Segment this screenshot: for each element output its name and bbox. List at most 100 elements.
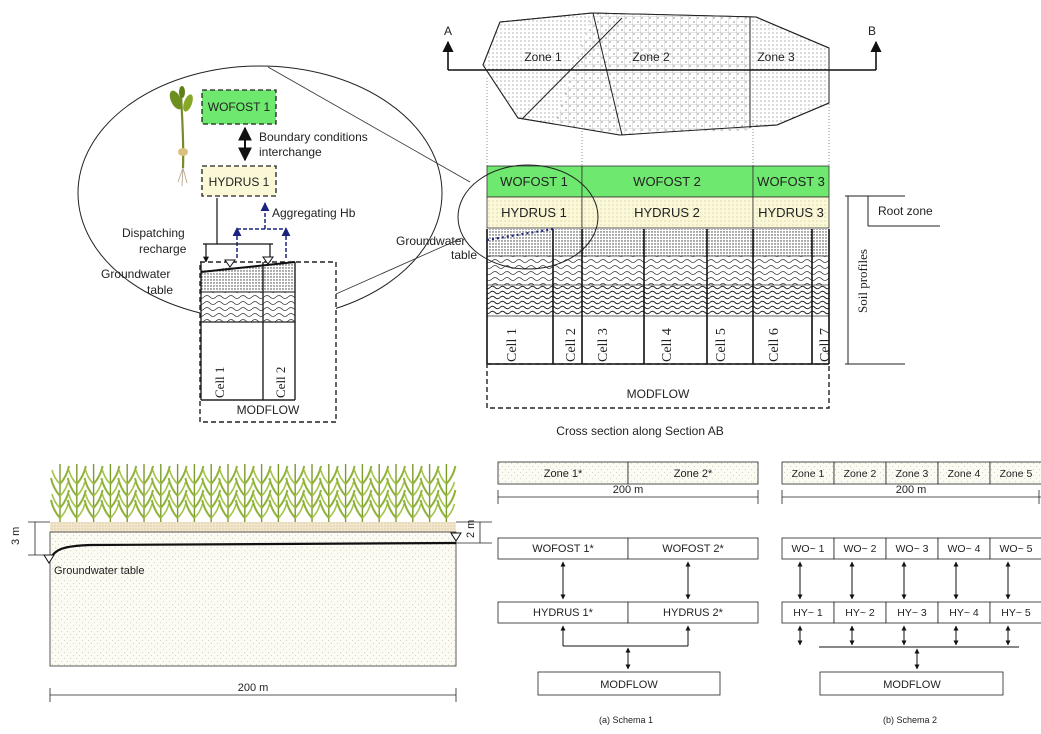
cell-label: Cell 7 [818, 328, 833, 362]
water-table-triangle-icon [224, 259, 236, 268]
s1-hydrus-2-label: HYDRUS 2* [663, 607, 724, 619]
section-hydrus-1-label: HYDRUS 1 [501, 205, 567, 220]
gw-zoom-label-1: Groundwater [101, 267, 170, 281]
zone-brackets [845, 195, 940, 365]
left-depth-label: 3 m [10, 527, 22, 545]
section-wofost-3-label: WOFOST 3 [757, 174, 825, 189]
s2-wofost-label: WO~ 1 [792, 543, 825, 555]
section-hydrus-1 [486, 196, 583, 229]
seedling-icon [169, 86, 193, 187]
maize-plant-icon [83, 464, 104, 522]
section-wofost-3 [752, 165, 830, 198]
s1-hydrus-2 [627, 601, 759, 624]
field-section: Groundwater table 3 m 2 m 200 m [10, 464, 492, 702]
s2-modflow-label: MODFLOW [883, 679, 941, 691]
dispatching-label-2: recharge [139, 242, 187, 256]
gw-zoom-line [200, 261, 296, 273]
maize-plant-icon [167, 464, 188, 522]
s1-hydrus-1-label: HYDRUS 1* [533, 607, 594, 619]
section-gw-label-2: table [451, 248, 477, 262]
s1-width-label: 200 m [613, 484, 644, 496]
section-wofost-1 [486, 165, 583, 198]
zone-1-label: Zone 1 [524, 50, 562, 64]
s2-wofost-5 [989, 537, 1041, 560]
s2-wofost-label: WO~ 3 [896, 543, 929, 555]
schema-1: Zone 1* Zone 2* 200 m WOFOST 1* WOFOST 2… [497, 461, 759, 725]
section-hydrus-2-label: HYDRUS 2 [634, 205, 700, 220]
section-modflow-box [486, 363, 830, 409]
cell-zoom-1: Cell 1 [212, 367, 227, 398]
cell-labels: Cell 1 Cell 2 Cell 3 Cell 4 Cell 5 Cell … [505, 328, 833, 362]
root-zone-label: Root zone [878, 204, 933, 218]
section-zoom-ellipse [457, 164, 599, 270]
maize-plant-icon [419, 464, 440, 522]
s1-wofost-2-label: WOFOST 2* [662, 543, 724, 555]
section-caption: Cross section along Section AB [556, 424, 723, 438]
maize-plant-icon [218, 464, 238, 522]
boundary-label-1: Boundary conditions [259, 130, 368, 144]
section-wofost-2-label: WOFOST 2 [633, 174, 701, 189]
cell-label: Cell 5 [714, 328, 729, 362]
section-hydrus-2 [581, 196, 754, 229]
s2-hydrus-label: HY~ 3 [897, 607, 927, 619]
cell-label: Cell 6 [767, 328, 782, 362]
soil-block [49, 531, 457, 667]
section-hydrus-3-label: HYDRUS 3 [758, 205, 824, 220]
maize-plant-icon [201, 464, 222, 522]
water-table-triangle-icon [262, 256, 274, 265]
s2-hydrus-label: HY~ 2 [845, 607, 875, 619]
maize-plant-icon [335, 464, 356, 522]
section-gw-label-1: Groundwater [396, 234, 465, 248]
s1-wofost-1-label: WOFOST 1* [532, 543, 594, 555]
gw-zoom-label-2: table [147, 283, 173, 297]
s2-caption: (b) Schema 2 [883, 715, 937, 725]
dispatching-arrows [203, 198, 273, 263]
maize-plant-icon [150, 464, 171, 522]
hydrus-zoom-label: HYDRUS 1 [209, 175, 270, 189]
s2-zone-label: Zone 3 [896, 468, 929, 480]
maize-plant-icon [66, 464, 87, 522]
dispatching-label-1: Dispatching [122, 226, 185, 240]
maize-plant-icon [436, 464, 457, 522]
maize-plant-icon [184, 464, 205, 522]
section-gw-pointer [486, 227, 554, 242]
maize-plant-icon [268, 464, 289, 522]
maize-plant-icon [352, 464, 373, 522]
maize-plant-icon [234, 464, 255, 522]
s1-zone-2-label: Zone 2* [674, 468, 713, 480]
s2-hydrus-label: HY~ 5 [1001, 607, 1031, 619]
cross-section: WOFOST 1 WOFOST 2 WOFOST 3 HYDRUS 1 HYDR… [396, 164, 940, 438]
s2-zone-label: Zone 2 [844, 468, 877, 480]
maize-plant-icon [318, 464, 339, 522]
topsoil-band [50, 522, 456, 532]
maize-plant-icon [100, 464, 121, 522]
s2-hydrus-label: HY~ 4 [949, 607, 979, 619]
section-hydrus-3 [752, 196, 830, 229]
s2-hydrus-label: HY~ 1 [793, 607, 823, 619]
section-modflow-label: MODFLOW [627, 387, 690, 401]
maize-plant-icon [402, 464, 423, 522]
section-label-b: B [868, 24, 876, 38]
zone-3-label: Zone 3 [757, 50, 795, 64]
maize-plant-icon [285, 464, 306, 522]
s2-hydrus-5 [989, 601, 1041, 624]
maize-plant-icon [302, 464, 322, 522]
maize-row-icon [50, 464, 457, 522]
s2-zone-5 [989, 461, 1041, 485]
cell-label: Cell 1 [505, 328, 520, 362]
s2-zone-label: Zone 1 [792, 468, 825, 480]
boundary-label-2: interchange [259, 145, 322, 159]
s2-width-label: 200 m [896, 484, 927, 496]
maize-plant-icon [117, 464, 138, 522]
soil-profiles-label: Soil profiles [855, 249, 870, 313]
cell-label: Cell 4 [660, 328, 675, 362]
cell-label: Cell 2 [564, 328, 579, 362]
plan-view: A B Zone 1 Zone 2 Zone 3 [442, 12, 882, 166]
field-gw-label: Groundwater table [54, 565, 145, 577]
zoom-connector-top [267, 66, 471, 183]
cell-label: Cell 3 [596, 328, 611, 362]
maize-plant-icon [369, 464, 390, 522]
zone-2-label: Zone 2 [632, 50, 670, 64]
wofost-zoom-label: WOFOST 1 [208, 100, 271, 114]
